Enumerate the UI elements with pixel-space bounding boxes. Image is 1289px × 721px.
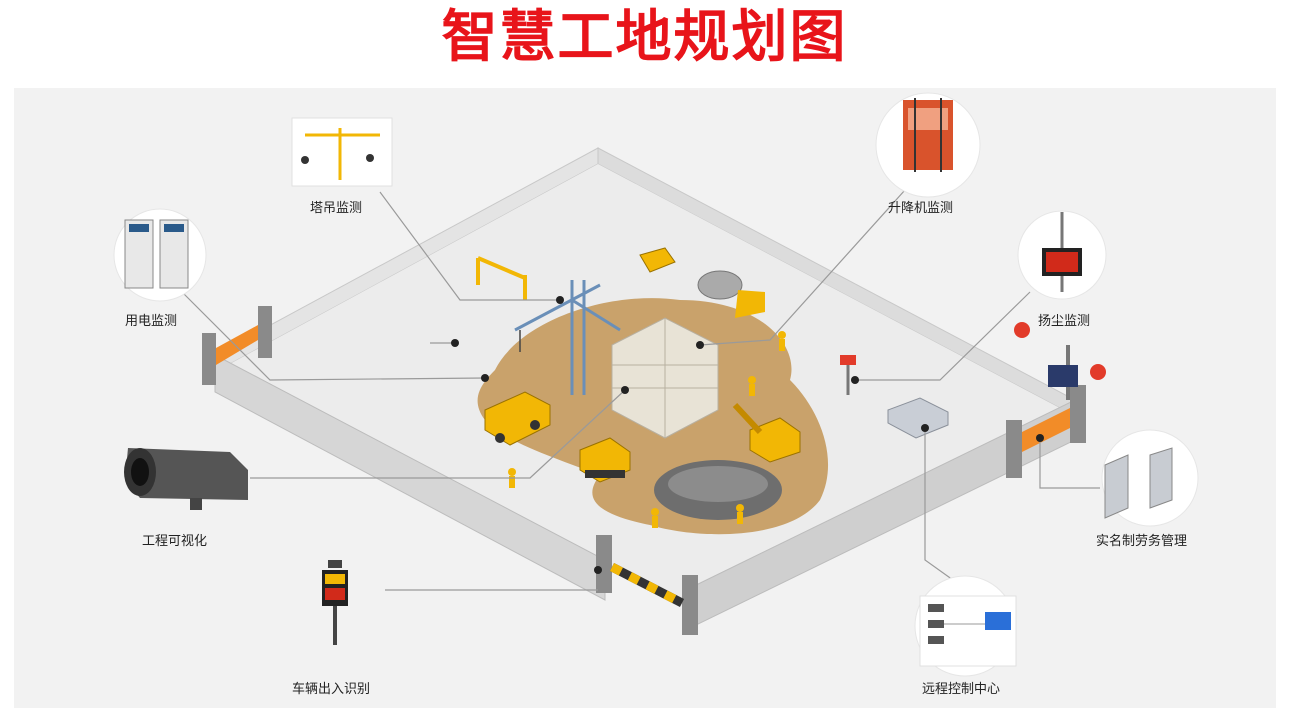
gate-front: [596, 535, 698, 635]
mixer-truck: [697, 270, 765, 318]
label-realname: 实名制劳务管理: [1096, 534, 1188, 549]
vehicle-gate-icon: [322, 560, 348, 645]
building-frame: [611, 317, 719, 439]
workers: [508, 331, 786, 528]
label-elevator: 升降机监测: [888, 201, 954, 216]
turnstile-icon: [1101, 429, 1199, 527]
page-title: 智慧工地规划图: [441, 4, 848, 70]
label-tower-crane: 塔吊监测: [310, 201, 363, 216]
remote-center-icon: [914, 575, 1017, 677]
traffic-sign: [1014, 322, 1106, 400]
leader-lines: [179, 189, 1100, 591]
camera-icon: [124, 448, 248, 510]
dump-truck: [484, 391, 551, 446]
dust-monitor-icon: [1017, 210, 1107, 300]
forklift: [639, 247, 676, 273]
gate-right: [1006, 385, 1086, 478]
bulldozer: [579, 437, 631, 483]
label-remote: 远程控制中心: [922, 682, 1001, 697]
label-video: 工程可视化: [142, 534, 208, 549]
gantry: [476, 256, 527, 300]
power-cabinet-icon: [113, 208, 207, 302]
control-box: [887, 397, 949, 439]
label-dust: 扬尘监测: [1038, 314, 1091, 329]
excavator: [732, 402, 801, 463]
dust-sensor-pole: [840, 355, 856, 395]
tower-crane-icon: [291, 117, 393, 187]
gate-left: [202, 306, 272, 385]
label-vehicle: 车辆出入识别: [292, 682, 371, 697]
elevator-icon: [875, 92, 981, 198]
tower-crane: [514, 280, 621, 395]
leader-dots: [451, 296, 1044, 574]
label-power: 用电监测: [125, 314, 178, 329]
